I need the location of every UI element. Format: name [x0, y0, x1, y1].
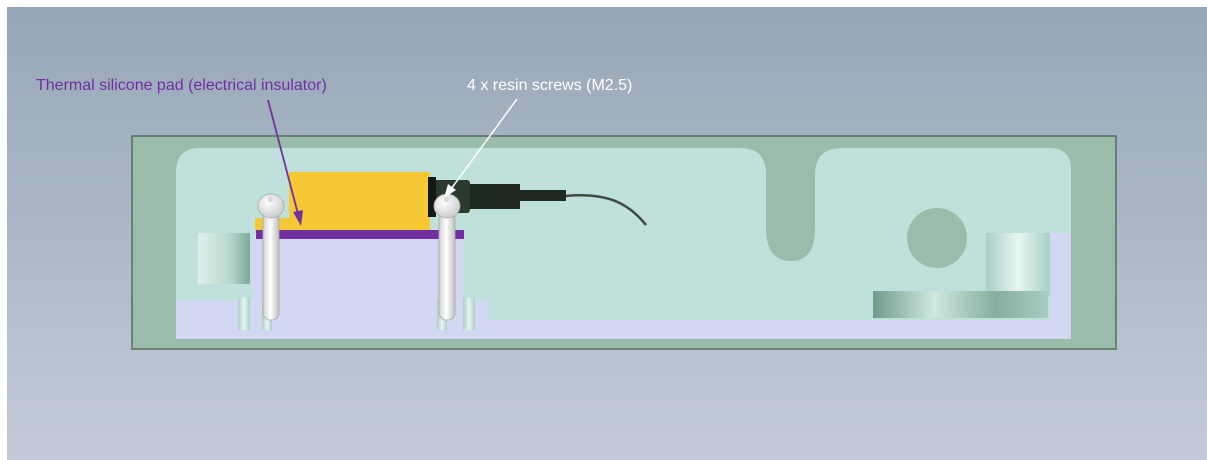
connector-boot [468, 184, 566, 209]
post-right-b [463, 298, 475, 330]
screw-shank-left [262, 211, 280, 321]
right-bore [986, 233, 1050, 296]
silicone-pad [256, 230, 464, 239]
pad-leader-line [267, 99, 299, 215]
cavity-top-rounding-left-notch [740, 148, 766, 174]
connector-collar [428, 177, 436, 217]
cavity-top-rounding [176, 148, 200, 172]
round-hole [907, 208, 967, 268]
screw-head-left [257, 193, 285, 219]
lower-cavity [176, 233, 1071, 339]
cavity-top-rounding-mid [815, 148, 842, 175]
right-recess [873, 291, 1048, 318]
screw-slot-left [268, 197, 273, 202]
screw-shank-right [438, 211, 456, 321]
screw-slot-right [444, 197, 449, 202]
screws-leader-arrowhead [444, 184, 456, 198]
left-bore [198, 233, 250, 284]
pad-leader-arrowhead [293, 210, 303, 226]
screws-callout-label: 4 x resin screws (M2.5) [467, 77, 633, 94]
pad-callout-label: Thermal silicone pad (electrical insulat… [36, 77, 327, 94]
post-left-a [238, 298, 250, 330]
fiber-cable [564, 194, 647, 226]
screws-leader-line [450, 98, 518, 190]
